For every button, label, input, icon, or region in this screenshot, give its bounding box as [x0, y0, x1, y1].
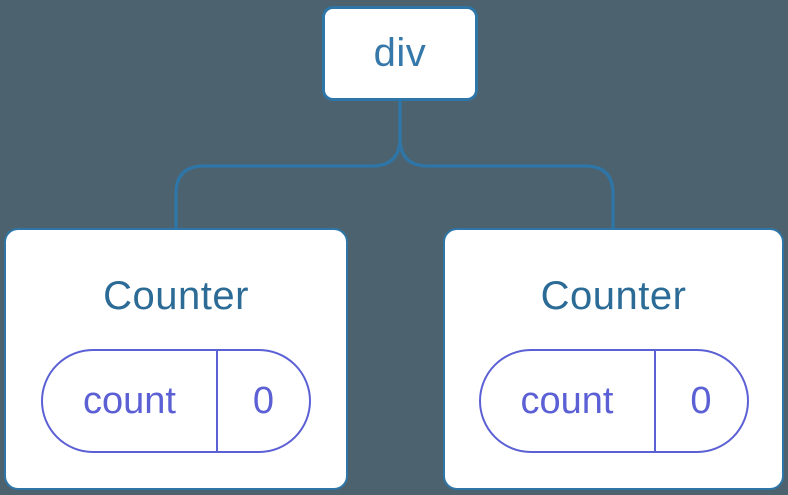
connector-right-branch — [398, 101, 615, 228]
state-key-cell: count — [43, 351, 218, 451]
state-key-cell: count — [481, 351, 656, 451]
state-pill: count 0 — [478, 349, 749, 453]
state-pill: count 0 — [41, 349, 311, 453]
root-node-label: div — [373, 31, 427, 75]
state-key: count — [83, 379, 176, 422]
component-node-counter-left: Counter count 0 — [4, 228, 348, 490]
state-value: 0 — [690, 379, 712, 422]
component-title: Counter — [540, 274, 687, 318]
connector-left-branch — [174, 101, 402, 228]
component-title: Counter — [103, 274, 249, 318]
tree-root-node-div: div — [322, 6, 478, 101]
state-value: 0 — [252, 379, 275, 422]
component-node-counter-right: Counter count 0 — [443, 228, 784, 490]
state-value-cell: 0 — [218, 351, 309, 451]
state-key: count — [520, 379, 614, 422]
state-value-cell: 0 — [656, 351, 747, 451]
